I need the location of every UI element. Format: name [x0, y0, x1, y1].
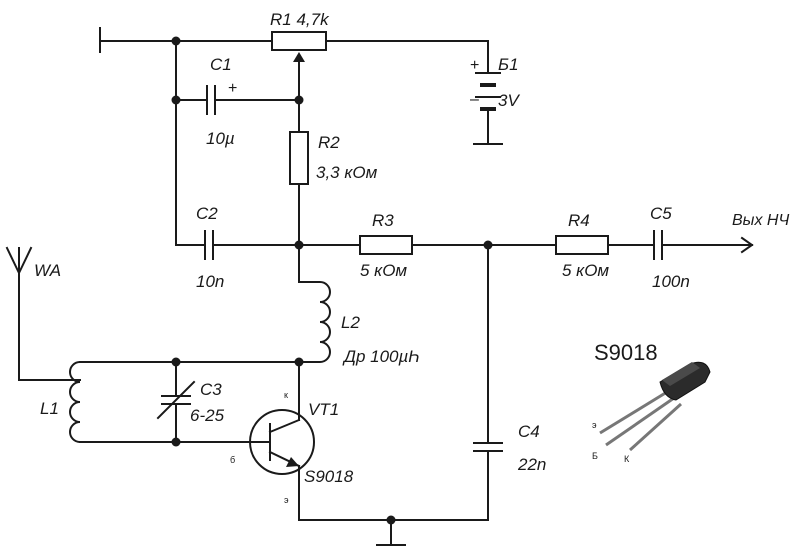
capacitor-c2: C2 10n — [175, 204, 300, 291]
to92-package-icon — [599, 361, 711, 452]
resistor-r4: R4 5 кОм — [555, 211, 655, 280]
r4-value: 5 кОм — [562, 261, 609, 280]
output-label: Вых НЧ — [732, 212, 789, 229]
transistor-vt1: к б э VT1 S9018 — [230, 361, 354, 521]
resistor-r1: R1 4,7k — [270, 10, 330, 101]
r2-value: 3,3 кОм — [316, 163, 378, 182]
r2-label: R2 — [318, 133, 340, 152]
resistor-r3: R3 5 кОм — [298, 211, 557, 280]
capacitor-c1: C1 + 10µ — [175, 55, 300, 148]
inductor-l2: L2 Др 100µҺ — [298, 244, 420, 366]
vt1-pin-b: б — [230, 455, 235, 465]
r3-label: R3 — [372, 211, 394, 230]
ground-rail — [298, 519, 489, 546]
transistor-package-illustration: S9018 э Б К — [592, 340, 711, 464]
c4-value: 22n — [517, 455, 546, 474]
resistor-r2: R2 3,3 кОм — [289, 99, 378, 246]
l1-label: L1 — [40, 399, 59, 418]
vt1-pin-e: э — [284, 495, 289, 505]
r4-label: R4 — [568, 211, 590, 230]
antenna-label: WA — [34, 261, 61, 280]
c3-value: 6-25 — [190, 406, 225, 425]
capacitor-c4: C4 22n — [473, 244, 546, 521]
b1-minus: – — [470, 91, 479, 108]
r1-label: R1 4,7k — [270, 10, 330, 29]
b1-plus: + — [470, 57, 479, 74]
top-rail — [99, 27, 489, 246]
c2-label: C2 — [196, 204, 218, 223]
c4-label: C4 — [518, 422, 540, 441]
l2-label: L2 — [341, 313, 360, 332]
vt1-type: S9018 — [304, 467, 354, 486]
c5-value: 100n — [652, 272, 690, 291]
battery-b1: + – Б1 3V — [470, 40, 520, 145]
l2-value: Др 100µҺ — [342, 347, 420, 366]
package-title: S9018 — [594, 340, 658, 365]
c1-value: 10µ — [206, 129, 235, 148]
junction-dots — [171, 36, 493, 525]
c3-label: C3 — [200, 380, 222, 399]
c5-label: C5 — [650, 204, 672, 223]
b1-voltage: 3V — [498, 91, 520, 110]
vt1-label: VT1 — [308, 400, 339, 419]
pkg-pin-k: К — [624, 454, 630, 464]
r3-value: 5 кОм — [360, 261, 407, 280]
inductor-l1: L1 — [40, 360, 300, 444]
c1-label: C1 — [210, 55, 232, 74]
c1-plus: + — [228, 80, 237, 97]
b1-label: Б1 — [498, 55, 519, 74]
vt1-pin-k: к — [284, 390, 288, 400]
pkg-pin-b: Б — [592, 451, 598, 461]
antenna-wa: WA — [5, 246, 81, 381]
capacitor-c3: C3 6-25 — [156, 361, 225, 443]
c2-value: 10n — [196, 272, 224, 291]
capacitor-c5: C5 100n Вых НЧ — [650, 204, 789, 291]
pkg-pin-e: э — [592, 420, 597, 430]
